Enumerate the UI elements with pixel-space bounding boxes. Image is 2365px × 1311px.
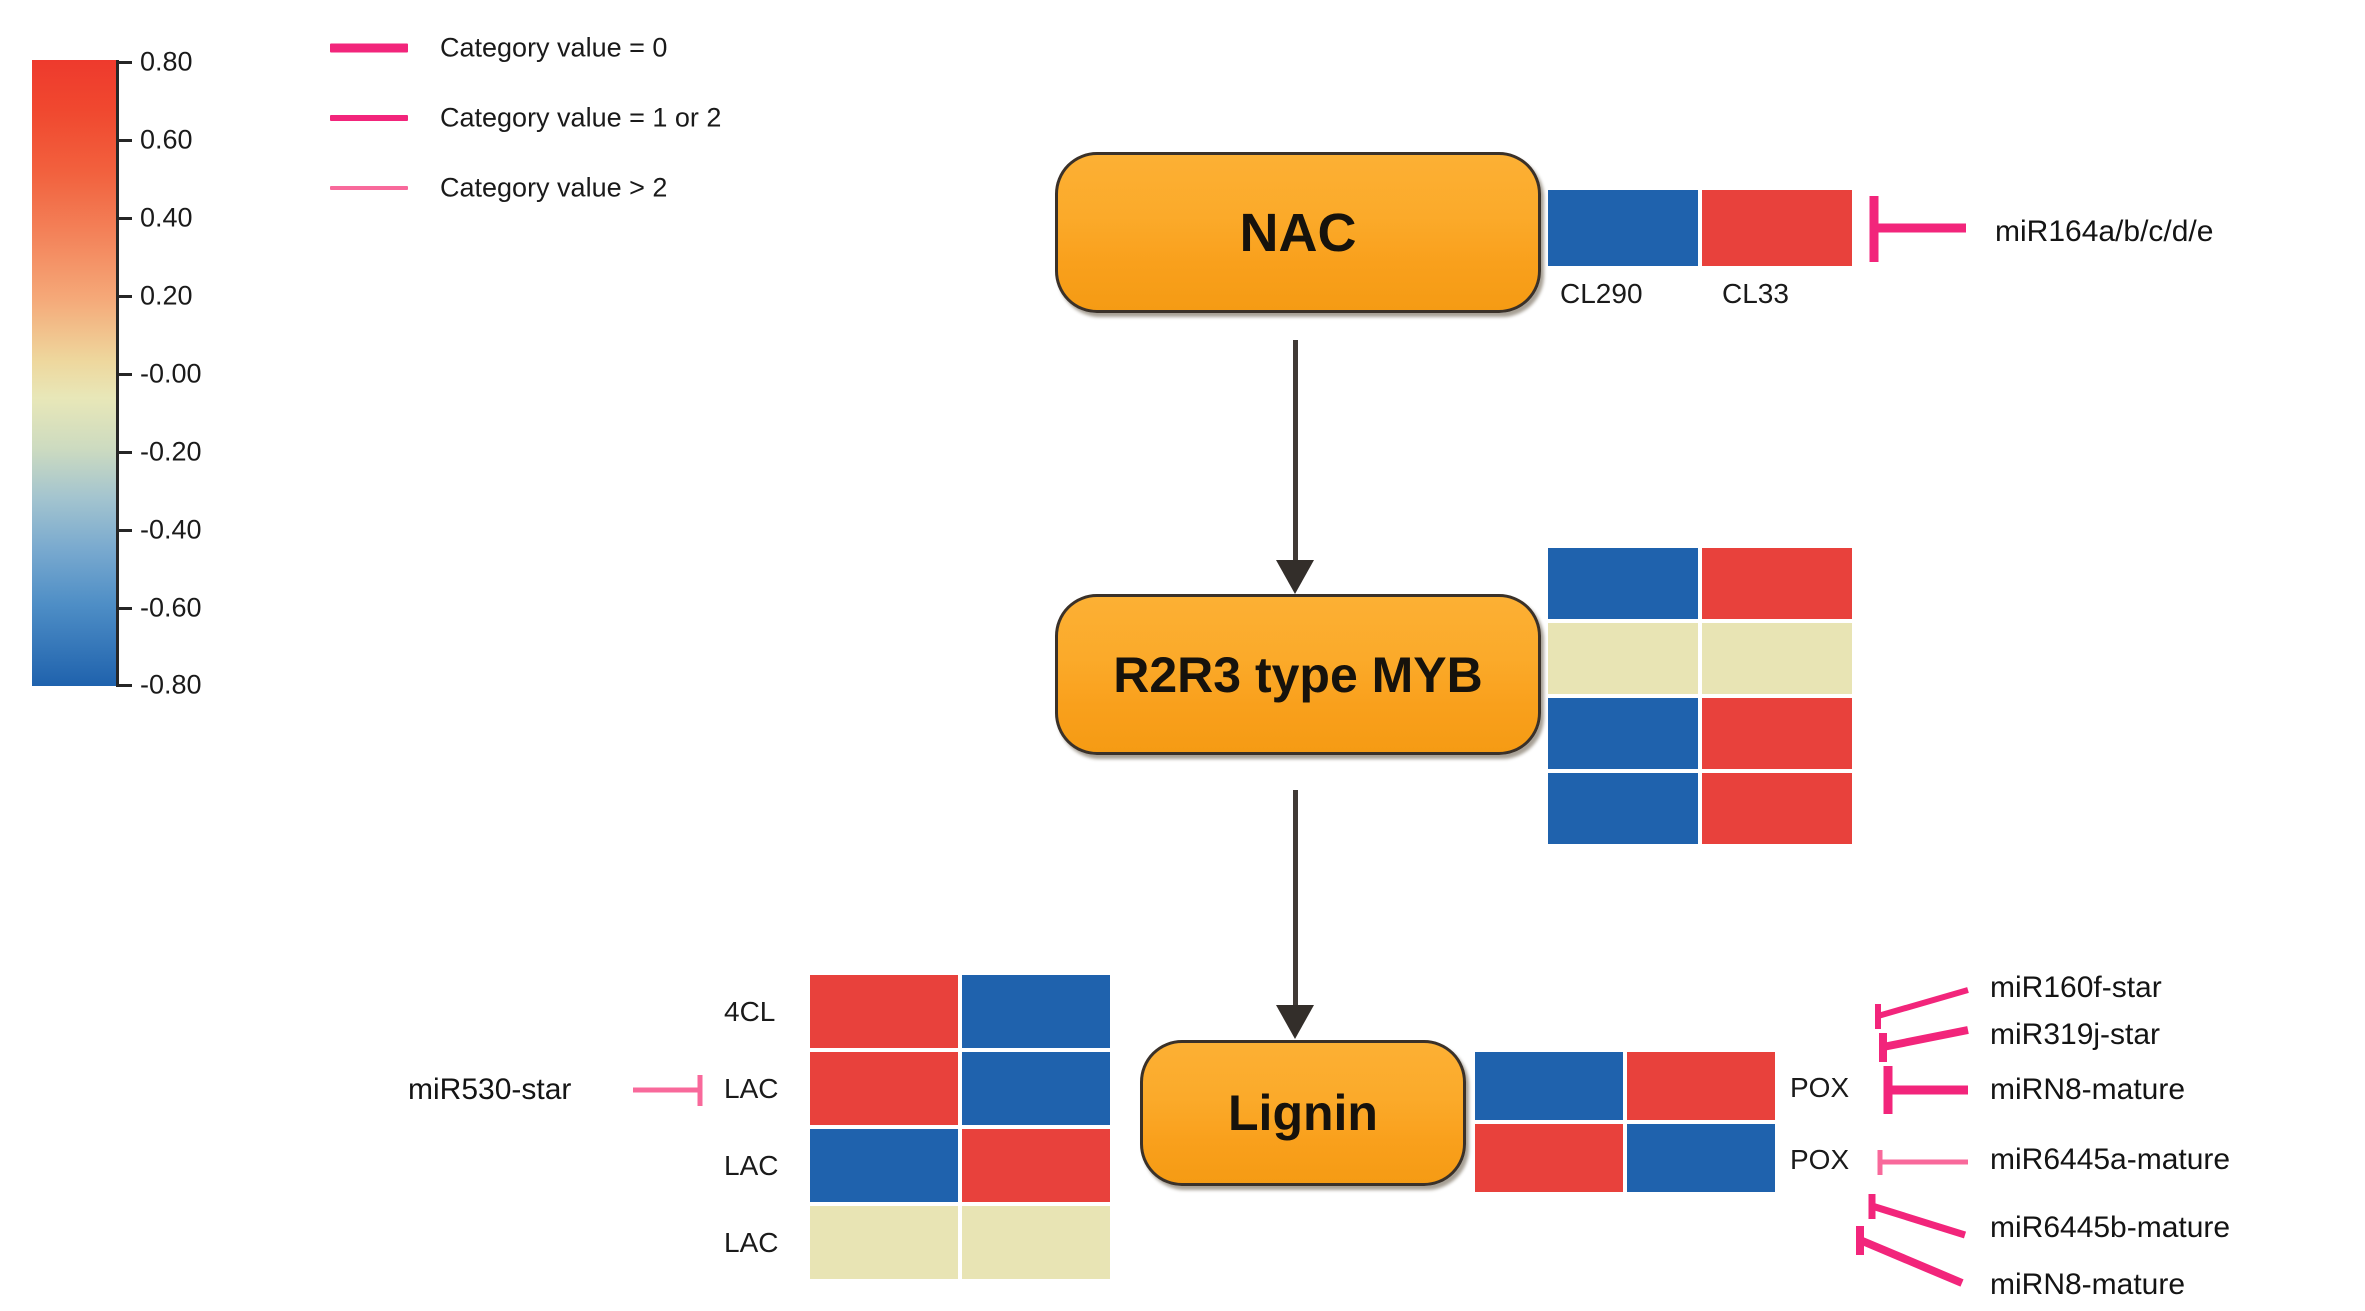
colorbar-tick-label: -0.00 (140, 358, 202, 389)
legend-item: Category value = 0 (330, 28, 850, 68)
link-mir6445a-to-pox2 (1877, 1150, 1968, 1175)
colorbar-tick (116, 61, 132, 64)
row-label-lac-1: LAC (724, 1073, 779, 1104)
colorbar-tick (116, 373, 132, 376)
colorbar-tick (116, 607, 132, 610)
colorbar-tick-label: -0.20 (140, 436, 202, 467)
lignin-left-heatmap (810, 975, 1113, 1287)
link-mir530-to-lac (633, 1075, 703, 1106)
category-legend: Category value = 0 Category value = 1 or… (330, 28, 850, 228)
link-mir164-to-nac (1869, 196, 1966, 262)
heatmap-cell (1548, 698, 1698, 769)
heatmap-cell (1475, 1052, 1623, 1120)
legend-item: Category value = 1 or 2 (330, 98, 850, 138)
heatmap-cell (1475, 1124, 1623, 1192)
mirna-label-mir530: miR530-star (408, 1073, 572, 1106)
heatmap-cell (1548, 190, 1698, 266)
row-label-pox-1: POX (1790, 1072, 1850, 1103)
colorbar-tick-label: -0.80 (140, 669, 202, 700)
heatmap-cell (962, 1206, 1110, 1279)
link-mir319j-to-pox1 (1879, 1026, 1969, 1062)
legend-line-swatch (330, 115, 408, 121)
colorbar-gradient (32, 60, 116, 686)
heatmap-cell (810, 1052, 958, 1125)
mirna-label-mir164: miR164a/b/c/d/e (1995, 215, 2214, 248)
nac-column-label-cl290: CL290 (1560, 278, 1643, 309)
node-lignin[interactable]: Lignin (1140, 1040, 1466, 1186)
legend-line-swatch (330, 186, 408, 190)
arrow-myb-to-lignin-shaft (1293, 790, 1298, 1010)
arrow-nac-to-myb-shaft (1293, 340, 1298, 565)
heatmap-cell (962, 1052, 1110, 1125)
heatmap-cell (1702, 698, 1852, 769)
heatmap-cell (1548, 623, 1698, 694)
colorbar-tick (116, 217, 132, 220)
heatmap-cell (1702, 190, 1852, 266)
heatmap-cell (1702, 623, 1852, 694)
row-label-lac-3: LAC (724, 1227, 779, 1258)
colorbar-tick-label: 0.60 (140, 124, 193, 155)
heatmap-cell (1702, 548, 1852, 619)
heatmap-cell (810, 975, 958, 1048)
heatmap-cell (1548, 773, 1698, 844)
nac-heatmap (1548, 190, 1854, 266)
mirna-label-mirn8-top: miRN8-mature (1990, 1073, 2186, 1106)
legend-item: Category value > 2 (330, 168, 850, 208)
colorbar-tick (116, 684, 132, 687)
legend-line-swatch (330, 43, 408, 53)
link-mirn8-to-pox2 (1856, 1226, 1964, 1287)
colorbar-tick-label: 0.20 (140, 280, 193, 311)
row-label-lac-2: LAC (724, 1150, 779, 1181)
colorbar-tick (116, 451, 132, 454)
colorbar: 0.80 0.60 0.40 0.20 -0.00 -0.20 -0.40 -0… (0, 0, 300, 720)
legend-label: Category value = 0 (440, 32, 668, 63)
heatmap-cell (810, 1129, 958, 1202)
heatmap-cell (962, 1129, 1110, 1202)
heatmap-cell (810, 1206, 958, 1279)
mirna-label-mir6445b: miR6445b-mature (1990, 1211, 2231, 1244)
colorbar-tick (116, 295, 132, 298)
colorbar-tick (116, 139, 132, 142)
heatmap-cell (1627, 1124, 1775, 1192)
heatmap-cell (1627, 1052, 1775, 1120)
legend-label: Category value > 2 (440, 172, 668, 203)
mirna-label-mir319j: miR319j-star (1990, 1018, 2161, 1051)
link-mir160f-to-pox1 (1875, 987, 1969, 1029)
colorbar-tick-label: -0.40 (140, 514, 202, 545)
colorbar-tick (116, 529, 132, 532)
mirna-label-mir160f: miR160f-star (1990, 971, 2162, 1004)
row-label-pox-2: POX (1790, 1144, 1850, 1175)
heatmap-cell (1548, 548, 1698, 619)
nac-column-label-cl33: CL33 (1722, 278, 1789, 309)
colorbar-tick-label: 0.80 (140, 46, 193, 77)
colorbar-tick-label: 0.40 (140, 202, 193, 233)
link-mir6445b-to-pox2 (1868, 1194, 1967, 1239)
mirna-label-mirn8-bottom: miRN8-mature (1990, 1268, 2186, 1301)
legend-label: Category value = 1 or 2 (440, 102, 722, 133)
myb-heatmap (1548, 548, 1854, 852)
heatmap-cell (962, 975, 1110, 1048)
node-nac[interactable]: NAC (1055, 152, 1541, 313)
link-mirn8-to-pox1 (1883, 1066, 1968, 1114)
mirna-label-mir6445a: miR6445a-mature (1990, 1143, 2231, 1176)
lignin-right-heatmap (1475, 1052, 1775, 1197)
arrow-myb-to-lignin-head (1276, 1005, 1314, 1039)
heatmap-cell (1702, 773, 1852, 844)
node-myb[interactable]: R2R3 type MYB (1055, 594, 1541, 755)
arrow-nac-to-myb-head (1276, 560, 1314, 594)
colorbar-tick-label: -0.60 (140, 592, 202, 623)
row-label-4cl: 4CL (724, 996, 776, 1027)
